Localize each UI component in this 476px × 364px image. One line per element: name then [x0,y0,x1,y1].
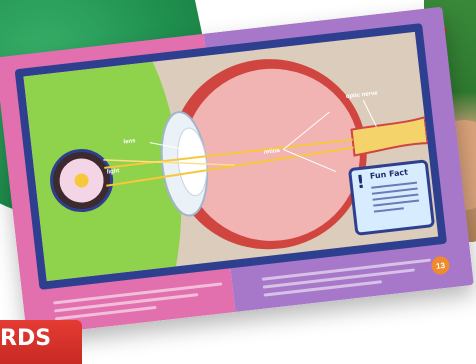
label-optic-nerve: optic nerve [345,90,378,100]
exclamation-icon: ! [355,172,366,194]
eye-diagram: lens light retina optic nerve ! Fun Fact [23,32,438,281]
eye-diagram-frame: lens light retina optic nerve ! Fun Fact [15,23,447,290]
fun-fact-title: Fun Fact [369,168,408,181]
fun-fact-text-line [374,207,404,212]
eye-diagram-svg: lens light retina optic nerve [23,32,438,281]
fun-fact-box: ! Fun Fact [348,159,435,236]
optic-nerve-shape [351,117,428,155]
red-banner: RDS [0,320,82,364]
book-page-wrapper: lens light retina optic nerve ! Fun Fact [0,4,476,345]
fun-fact-text-line [373,199,419,206]
banner-text: RDS [0,326,51,351]
optic-nerve-pointer [363,99,376,128]
book-page: lens light retina optic nerve ! Fun Fact [0,7,474,336]
